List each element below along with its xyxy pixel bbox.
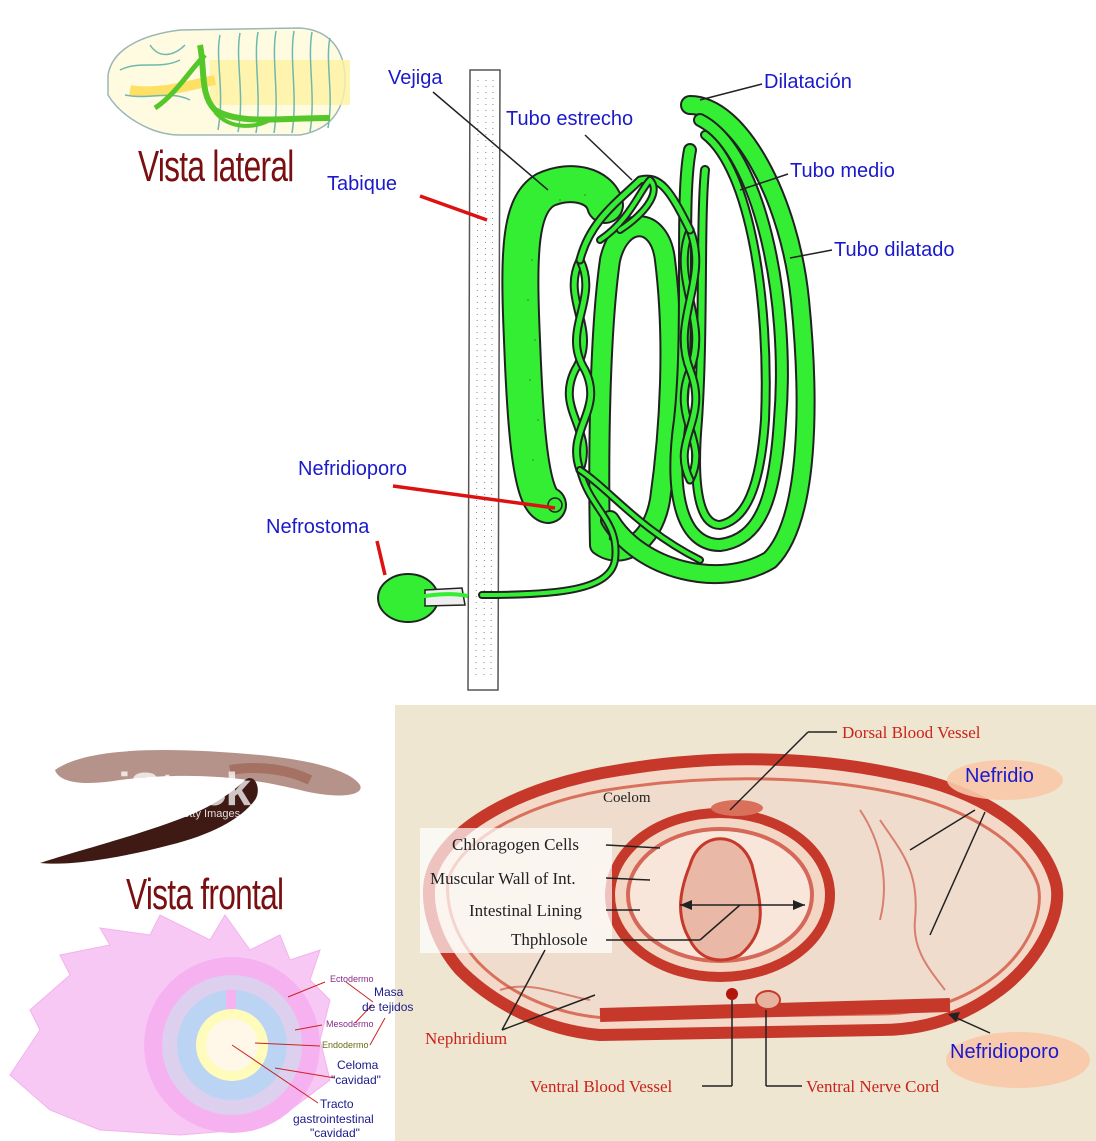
label-chloragogen-cells: Chloragogen Cells xyxy=(452,835,580,854)
label-de-tejidos: de tejidos xyxy=(362,1000,414,1014)
label-tubo-dilatado: Tubo dilatado xyxy=(834,239,955,261)
label-masa: Masa xyxy=(374,985,404,999)
label-tabique: Tabique xyxy=(327,173,398,195)
label-muscular-wall: Muscular Wall of Int. xyxy=(430,869,576,888)
label-dilatacion: Dilatación xyxy=(764,71,852,93)
label-endodermo: Endodermo xyxy=(322,1040,369,1050)
label-nephridium: Nephridium xyxy=(425,1029,508,1048)
label-mesodermo: Mesodermo xyxy=(326,1019,374,1029)
label-nefridioporo: Nefridioporo xyxy=(298,458,407,480)
label-nefridioporo-histology: Nefridioporo xyxy=(950,1041,1059,1063)
istock-watermark-sub: by Getty Images xyxy=(160,808,241,820)
label-gastrointestinal: gastrointestinal xyxy=(293,1112,374,1126)
label-celoma: Celoma xyxy=(337,1058,379,1072)
lateral-view-title: Vista lateral xyxy=(138,142,294,191)
label-thphlosole: Thphlosole xyxy=(511,930,588,949)
label-nefridio: Nefridio xyxy=(965,765,1034,787)
label-intestinal-lining: Intestinal Lining xyxy=(469,901,582,920)
label-nefrostoma: Nefrostoma xyxy=(266,516,370,538)
label-ventral-nerve-cord: Ventral Nerve Cord xyxy=(806,1077,940,1096)
frontal-view-title: Vista frontal xyxy=(126,870,284,919)
label-tracto-cavidad: "cavidad" xyxy=(310,1126,360,1140)
label-vejiga: Vejiga xyxy=(388,67,443,89)
label-ectodermo: Ectodermo xyxy=(330,974,374,984)
label-tubo-medio: Tubo medio xyxy=(790,160,895,182)
label-tracto: Tracto xyxy=(320,1097,354,1111)
label-ventral-blood-vessel: Ventral Blood Vessel xyxy=(530,1077,673,1096)
istock-watermark: iStock xyxy=(118,763,251,815)
label-tubo-estrecho: Tubo estrecho xyxy=(506,108,634,130)
label-dorsal-blood-vessel: Dorsal Blood Vessel xyxy=(842,723,981,742)
label-coelom: Coelom xyxy=(603,790,651,806)
label-celoma-cavidad: "cavidad" xyxy=(331,1073,381,1087)
